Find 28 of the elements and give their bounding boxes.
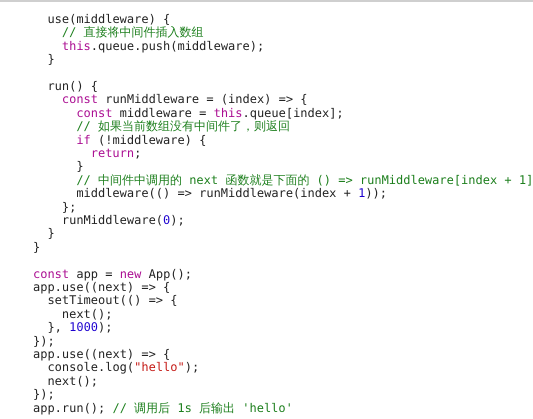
- code-line: runMiddleware(0);: [62, 214, 185, 228]
- code-line: const app = new App();: [33, 268, 192, 281]
- code-line: app.run(); // 调用后 1s 后输出 'hello': [33, 402, 293, 415]
- code-line: console.log("hello");: [47, 361, 200, 375]
- code-line: use(middleware) {: [47, 13, 170, 26]
- code-line: run() {: [47, 80, 98, 94]
- code-line: app.use((next) => {: [33, 348, 170, 362]
- code-line: const middleware = this.queue[index];: [76, 106, 344, 120]
- code-line: middleware(() => runMiddleware(index + 1));: [76, 187, 387, 201]
- code-line: }: [33, 240, 40, 254]
- code-line: }, 1000);: [47, 321, 112, 335]
- code-line: // 直接将中间件插入数组: [62, 26, 204, 40]
- code-line: app.use((next) => {: [33, 281, 170, 294]
- code-line: next();: [62, 308, 112, 322]
- code-line: };: [62, 200, 76, 214]
- code-line: // 如果当前数组没有中间件了，则返回: [76, 120, 290, 134]
- code-line: return;: [90, 147, 142, 160]
- code-line: this.queue.push(middleware);: [62, 40, 264, 54]
- code-line: if (!middleware) {: [76, 134, 206, 147]
- code-line: // 中间件中调用的 next 函数就是下面的 () => runMiddleware[index + 1]: [76, 174, 533, 188]
- code-line: const runMiddleware = (index) => {: [62, 93, 308, 107]
- code-line: }: [76, 160, 84, 174]
- code-line: }: [47, 227, 55, 241]
- code-line: });: [33, 334, 55, 348]
- code-line: next();: [47, 374, 98, 388]
- code-line: }: [47, 53, 55, 67]
- code-line: setTimeout(() => {: [47, 294, 178, 308]
- code-line: });: [33, 388, 55, 402]
